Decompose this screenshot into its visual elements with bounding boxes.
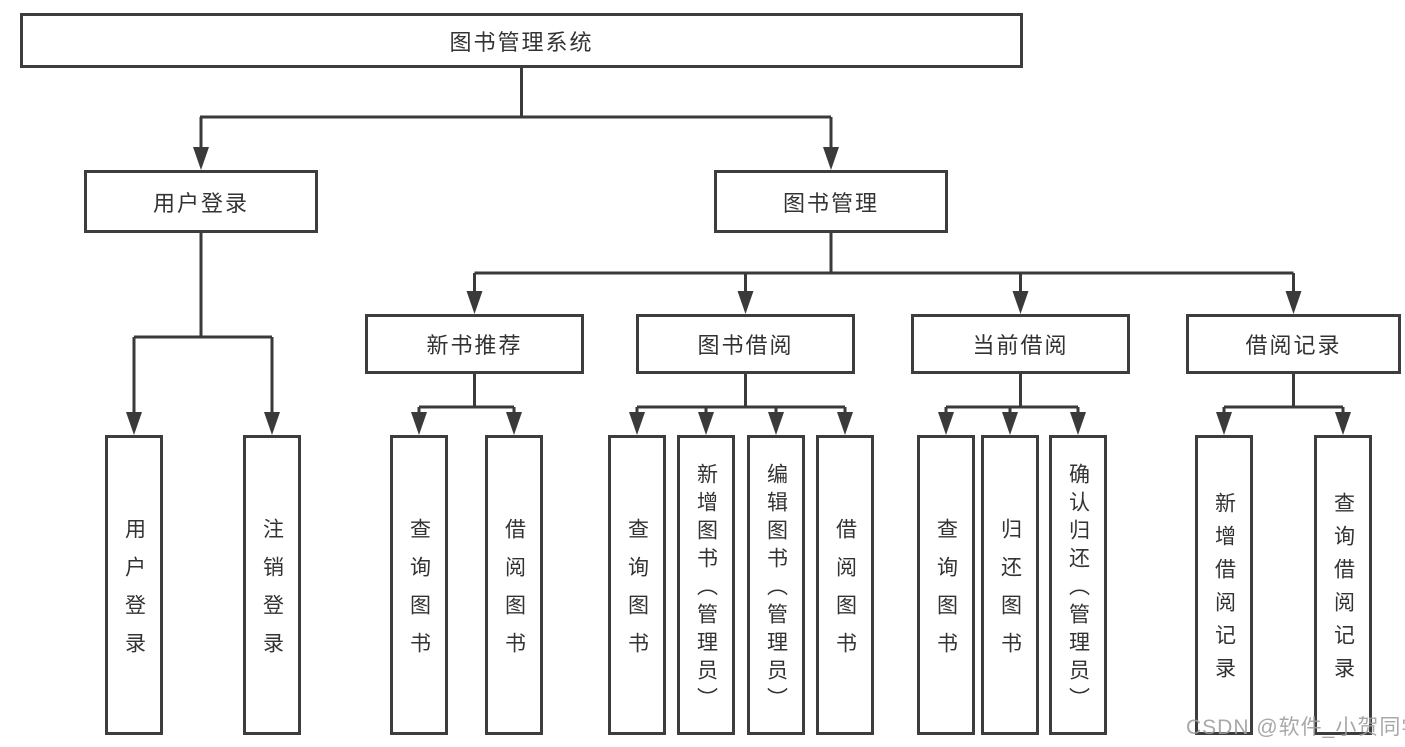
leaf-borrow-book-recommend: 借阅图书 — [485, 435, 543, 735]
leaf-label: 查询借阅记录 — [1331, 492, 1355, 690]
leaf-query-borrow-record: 查询借阅记录 — [1314, 435, 1372, 735]
node-label: 当前借阅 — [972, 333, 1069, 358]
leaf-return-book: 归还图书 — [981, 435, 1039, 735]
edge-root-to-level2 — [200, 68, 831, 119]
leaf-add-book-admin: 新增图书（管理员） — [677, 435, 735, 735]
leaf-query-book-current: 查询图书 — [917, 435, 975, 735]
node-book-management: 图书管理 — [714, 170, 948, 233]
csdn-watermark: CSDN @软件_小贺同学 — [1186, 716, 1405, 739]
node-borrowing-records: 借阅记录 — [1186, 314, 1401, 374]
leaf-label: 注销登录 — [260, 517, 284, 670]
leaf-label: 查询图书 — [407, 517, 431, 670]
leaf-label: 新增借阅记录 — [1212, 492, 1236, 690]
leaf-logout: 注销登录 — [243, 435, 301, 735]
edge-current-borrow-to-leaves — [944, 374, 1080, 415]
node-label: 图书管理 — [782, 190, 879, 216]
leaf-label: 查询图书 — [625, 517, 649, 670]
leaf-label: 借阅图书 — [502, 517, 526, 670]
node-label: 图书管理系统 — [449, 29, 594, 55]
edge-new-book-to-leaves — [417, 374, 516, 415]
node-user-login: 用户登录 — [84, 170, 318, 233]
leaf-query-book-recommend: 查询图书 — [390, 435, 448, 735]
leaf-confirm-return-admin: 确认归还（管理员） — [1049, 435, 1107, 735]
leaf-query-book-borrowing: 查询图书 — [608, 435, 666, 735]
edge-user-login-to-leaves — [132, 233, 274, 415]
leaf-label: 新增图书（管理员） — [694, 462, 718, 715]
node-book-borrowing: 图书借阅 — [636, 314, 855, 374]
leaf-label: 用户登录 — [122, 517, 146, 670]
edge-book-mgmt-to-level3 — [473, 233, 1295, 293]
edge-borrow-records-to-leaves — [1222, 374, 1345, 415]
leaf-label: 借阅图书 — [833, 517, 857, 670]
leaf-label: 归还图书 — [998, 517, 1022, 670]
edge-level2-arrow-shafts — [199, 117, 833, 150]
arrowheads — [126, 147, 1351, 435]
leaf-user-login: 用户登录 — [105, 435, 163, 735]
node-current-borrowing: 当前借阅 — [911, 314, 1130, 374]
leaf-label: 确认归还（管理员） — [1066, 462, 1090, 715]
node-label: 新书推荐 — [426, 333, 523, 358]
node-label: 图书借阅 — [697, 333, 794, 358]
leaf-label: 编辑图书（管理员） — [764, 462, 788, 715]
node-new-book-recommendation: 新书推荐 — [365, 314, 584, 374]
node-library-management-system: 图书管理系统 — [20, 13, 1023, 68]
node-label: 借阅记录 — [1245, 333, 1342, 358]
node-label: 用户登录 — [152, 190, 249, 216]
leaf-borrow-book: 借阅图书 — [816, 435, 874, 735]
leaf-add-borrow-record: 新增借阅记录 — [1195, 435, 1253, 735]
edge-book-borrow-to-leaves — [635, 374, 847, 415]
leaf-label: 查询图书 — [934, 517, 958, 670]
leaf-edit-book-admin: 编辑图书（管理员） — [747, 435, 805, 735]
